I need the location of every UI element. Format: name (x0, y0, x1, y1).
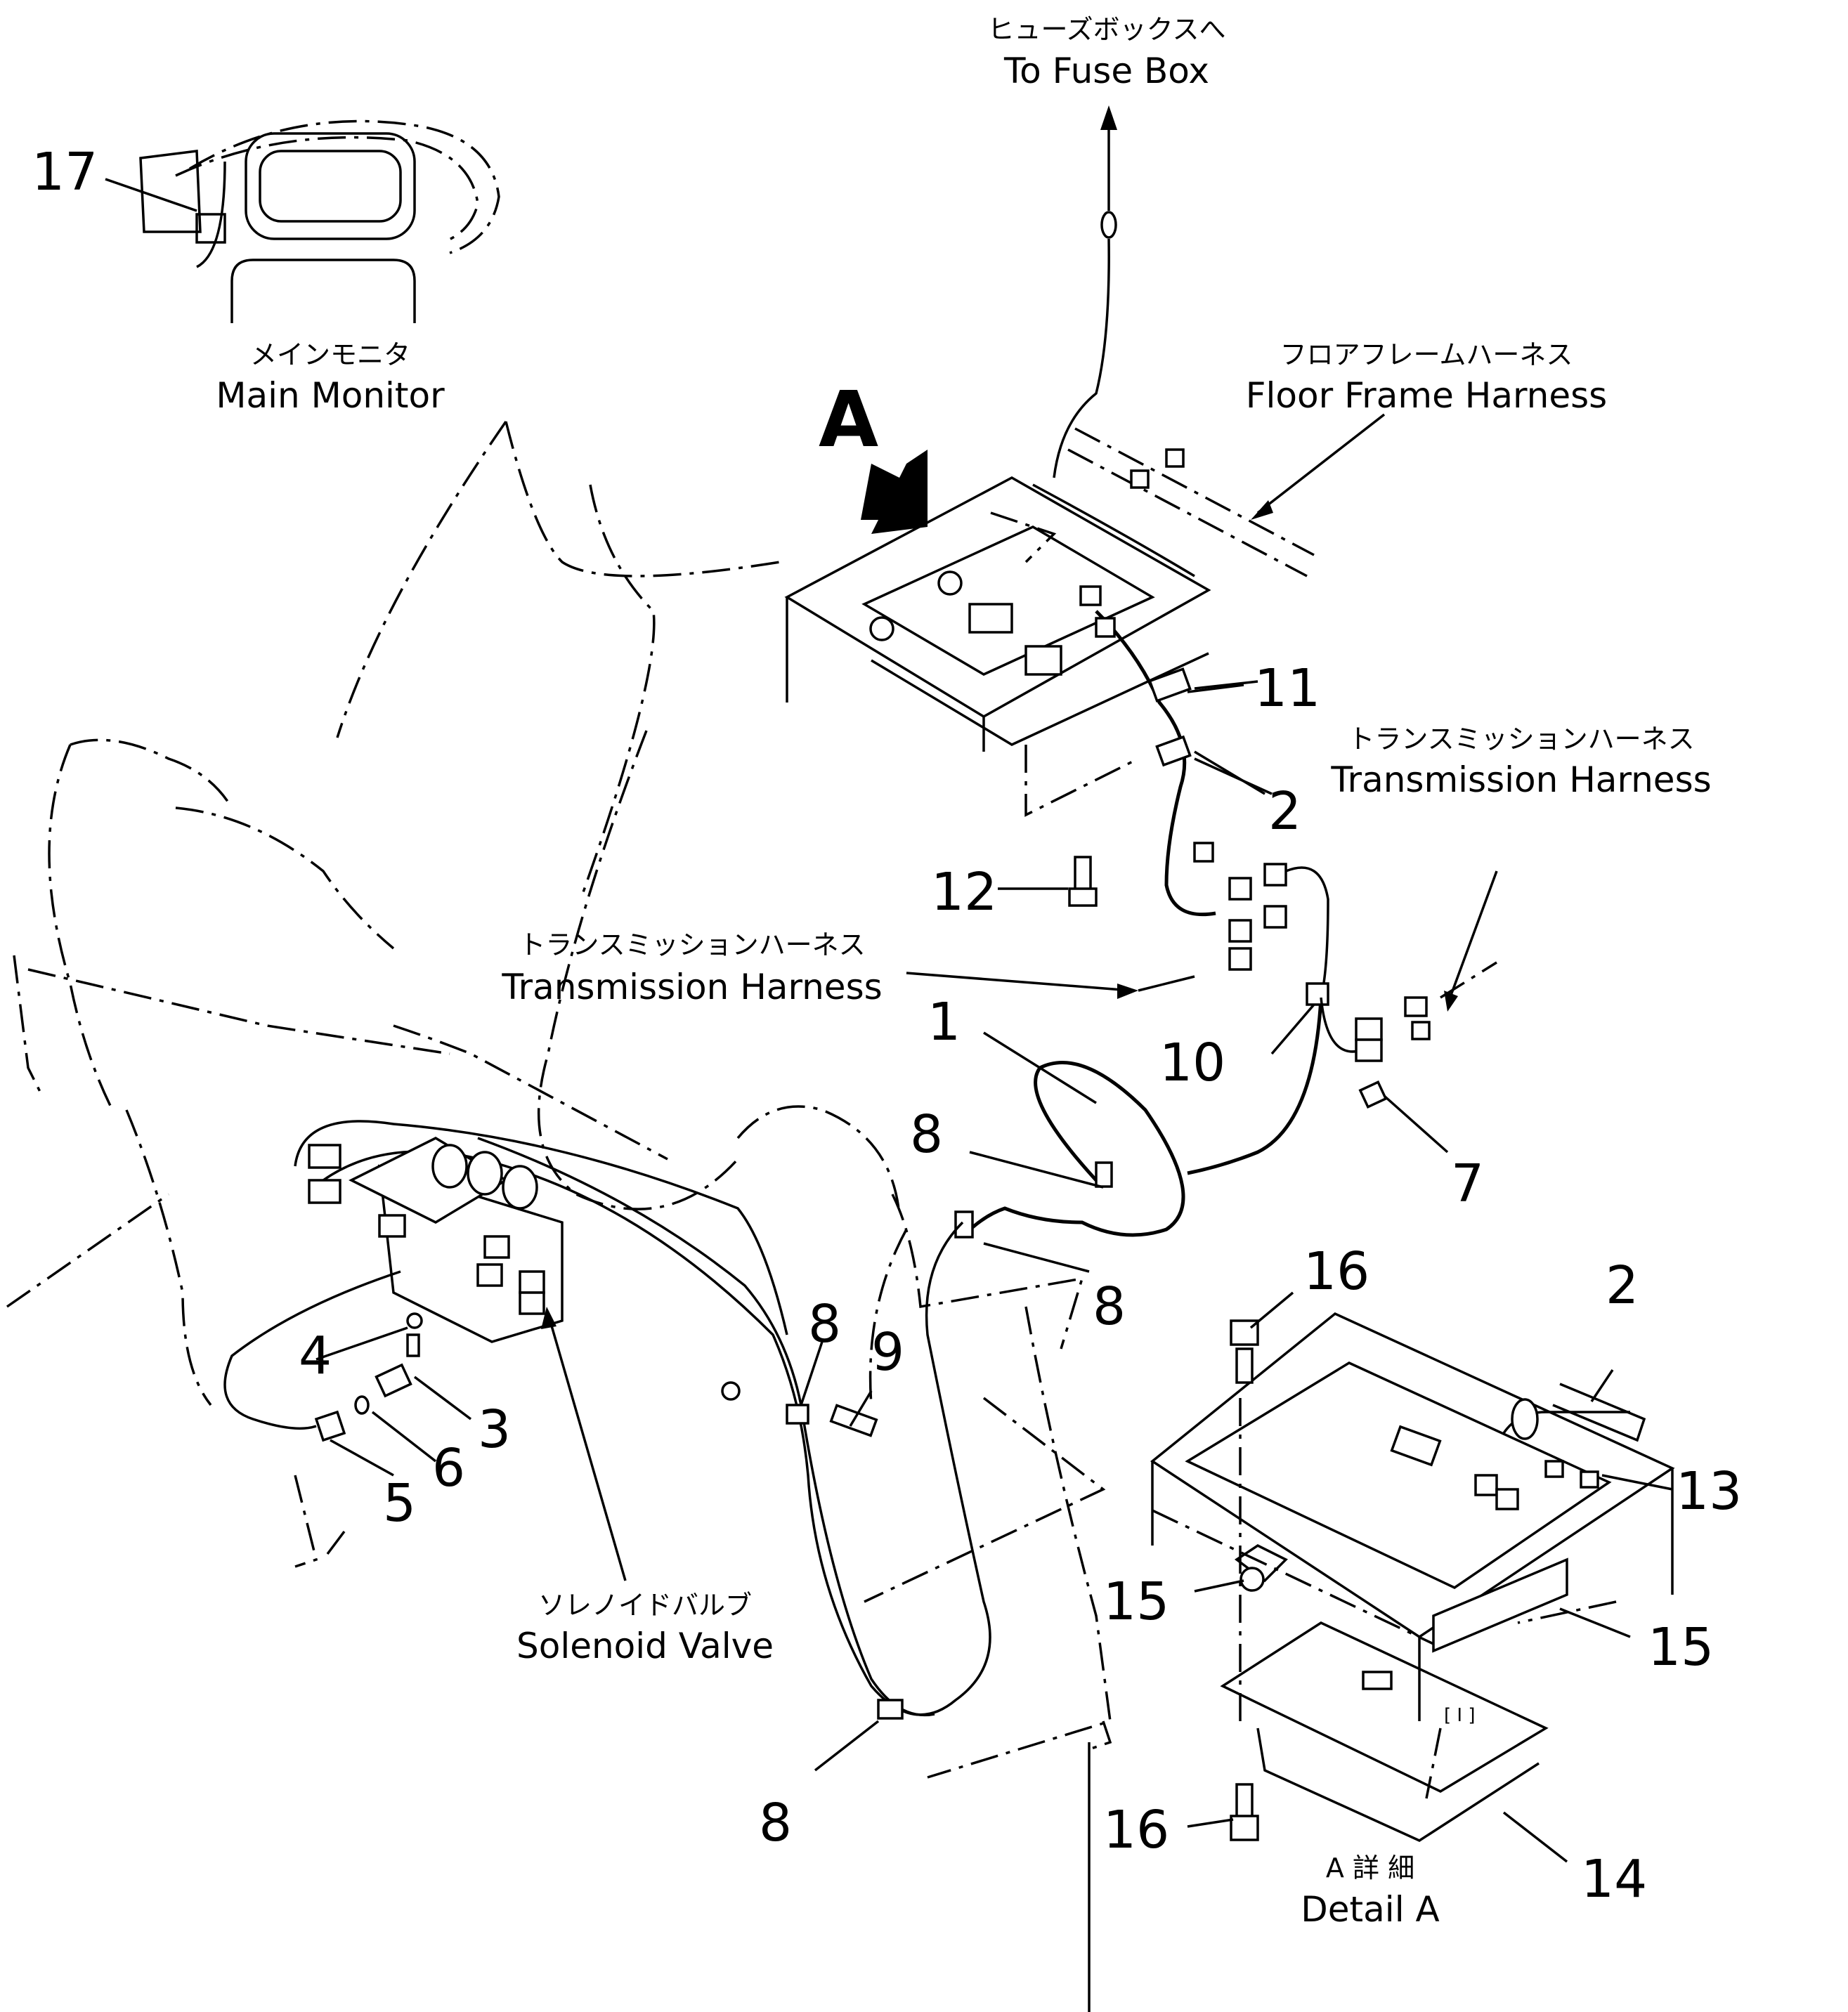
callout-13: 13 (1676, 1461, 1742, 1522)
harness-2 (1079, 585, 1265, 917)
callout-3: 3 (478, 1399, 511, 1460)
solenoid-label-jp: ソレノイドバルブ (538, 1590, 752, 1621)
callout-15-right: 15 (1648, 1617, 1714, 1678)
solenoid-label-en: Solenoid Valve (516, 1626, 774, 1666)
connector-cluster (1138, 842, 1497, 1175)
callout-7: 7 (1451, 1154, 1484, 1214)
callout-16-bottom: 16 (1103, 1800, 1169, 1860)
callout-1: 1 (928, 992, 961, 1052)
transmission-right-label-jp: トランスミッションハーネス (1348, 724, 1694, 754)
callout-4: 4 (299, 1326, 332, 1386)
floor-frame-harness (1032, 413, 1386, 577)
controller-box (784, 476, 1211, 817)
detail-a-label-en: Detail A (1301, 1889, 1439, 1930)
callout-17: 17 (32, 142, 98, 202)
callout-8-bottom: 8 (759, 1793, 792, 1853)
callout-8-middle: 8 (808, 1294, 841, 1354)
callout-11: 11 (1254, 658, 1320, 719)
solenoid-valve-assembly (223, 1120, 991, 1716)
detail-a-view: [ I ] (1150, 1312, 1675, 1842)
fuse-box-label-jp: ヒューズボックスへ (988, 14, 1226, 45)
transmission-left-label-en: Transmission Harness (501, 967, 882, 1007)
main-monitor-sketch (139, 119, 500, 323)
callout-8-right: 8 (1093, 1276, 1126, 1337)
svg-text:[ I ]: [ I ] (1444, 1705, 1475, 1726)
callout-15-left: 15 (1103, 1572, 1169, 1632)
fuse-box-wire (1053, 105, 1117, 478)
main-monitor-label-en: Main Monitor (216, 375, 445, 416)
harness-1-loop (954, 1061, 1185, 1239)
callout-14: 14 (1581, 1849, 1647, 1909)
floor-frame-label-jp: フロアフレームハーネス (1280, 339, 1573, 370)
labels: ヒューズボックスへ To Fuse Box メインモニタ Main Monito… (216, 14, 1711, 1930)
callout-5: 5 (383, 1473, 416, 1534)
callout-12: 12 (931, 862, 997, 922)
transmission-outline (6, 421, 1112, 2012)
callout-9: 9 (871, 1322, 904, 1383)
main-monitor-label-jp: メインモニタ (250, 339, 410, 370)
callout-6: 6 (432, 1438, 465, 1498)
transmission-left-label-jp: トランスミッションハーネス (519, 929, 865, 960)
callout-16-top: 16 (1303, 1241, 1369, 1302)
callout-2-top: 2 (1268, 781, 1301, 842)
bolt-12 (1068, 856, 1098, 907)
leader-lines (105, 178, 1673, 1863)
view-a-marker: A (819, 374, 878, 464)
view-a-arrow (861, 450, 928, 534)
floor-frame-label-en: Floor Frame Harness (1246, 375, 1607, 416)
transmission-right-label-en: Transmission Harness (1330, 759, 1711, 800)
callout-8-upper: 8 (910, 1104, 943, 1165)
callout-2-detail: 2 (1606, 1255, 1639, 1316)
detail-a-label-jp: A 詳 細 (1326, 1853, 1414, 1883)
callout-numbers: 17 11 2 12 1 10 7 8 8 8 8 9 4 3 6 5 16 2… (32, 142, 1742, 1909)
callout-10: 10 (1159, 1033, 1225, 1093)
fuse-box-label-en: To Fuse Box (1003, 51, 1209, 91)
